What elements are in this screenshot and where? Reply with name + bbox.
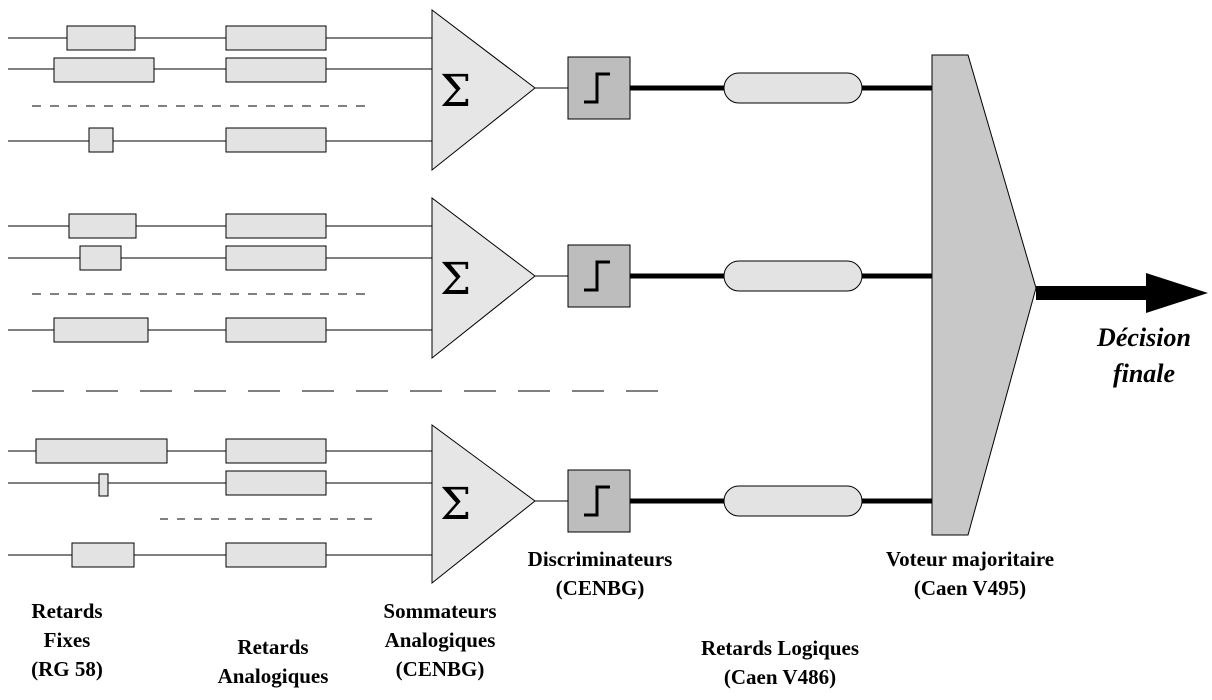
label-analog-delays: Retards Analogiques [217, 635, 329, 688]
fixed-delay-block [53, 317, 149, 343]
step-icon [584, 72, 610, 104]
discriminator-box [567, 56, 631, 120]
summing-amplifier [431, 424, 536, 585]
analog-delay-block [225, 542, 327, 568]
label-discriminators: Discriminateurs (CENBG) [527, 547, 673, 600]
analog-delay-block [225, 25, 327, 51]
output-arrow-head [1146, 273, 1208, 313]
analog-delay-block [225, 127, 327, 153]
analog-delay-block [225, 245, 327, 271]
summing-amplifier [431, 196, 536, 360]
fixed-delay-block [53, 57, 155, 83]
analog-delay-block [225, 470, 327, 496]
analog-delay-block [225, 438, 327, 464]
label-final-decision: Décision finale [1097, 323, 1191, 388]
logic-delay-capsule [723, 485, 863, 517]
step-icon [584, 485, 610, 517]
channel-group-1: Σ [8, 8, 932, 172]
fixed-delay-block [79, 245, 122, 271]
summing-amplifier [431, 8, 536, 172]
majority-voter [931, 54, 1037, 536]
fixed-delay-block [88, 127, 114, 153]
label-logic-delays: Retards Logiques (Caen V486) [700, 636, 860, 689]
label-fixed-delays: Retards Fixes (RG 58) [31, 599, 103, 681]
label-majority-voter: Voteur majoritaire (Caen V495) [885, 547, 1055, 600]
analog-delay-block [225, 57, 327, 83]
logic-delay-capsule [723, 260, 863, 292]
discriminator-box [567, 244, 631, 308]
sigma-symbol: Σ [440, 254, 471, 305]
fixed-delay-block [66, 25, 136, 51]
step-icon [584, 260, 610, 292]
discriminator-box [567, 469, 631, 533]
label-summers: Sommateurs Analogiques (CENBG) [383, 599, 497, 681]
fixed-delay-block [71, 542, 135, 568]
sigma-symbol: Σ [440, 66, 471, 117]
fixed-delay-block [98, 473, 109, 497]
sigma-symbol: Σ [440, 479, 471, 530]
channel-group-3: Σ [8, 424, 932, 585]
fixed-delay-block [68, 213, 137, 239]
logic-delay-capsule [723, 72, 863, 104]
analog-delay-block [225, 213, 327, 239]
analog-delay-block [225, 317, 327, 343]
fixed-delay-block [35, 438, 168, 464]
channel-group-2: Σ [8, 196, 932, 360]
